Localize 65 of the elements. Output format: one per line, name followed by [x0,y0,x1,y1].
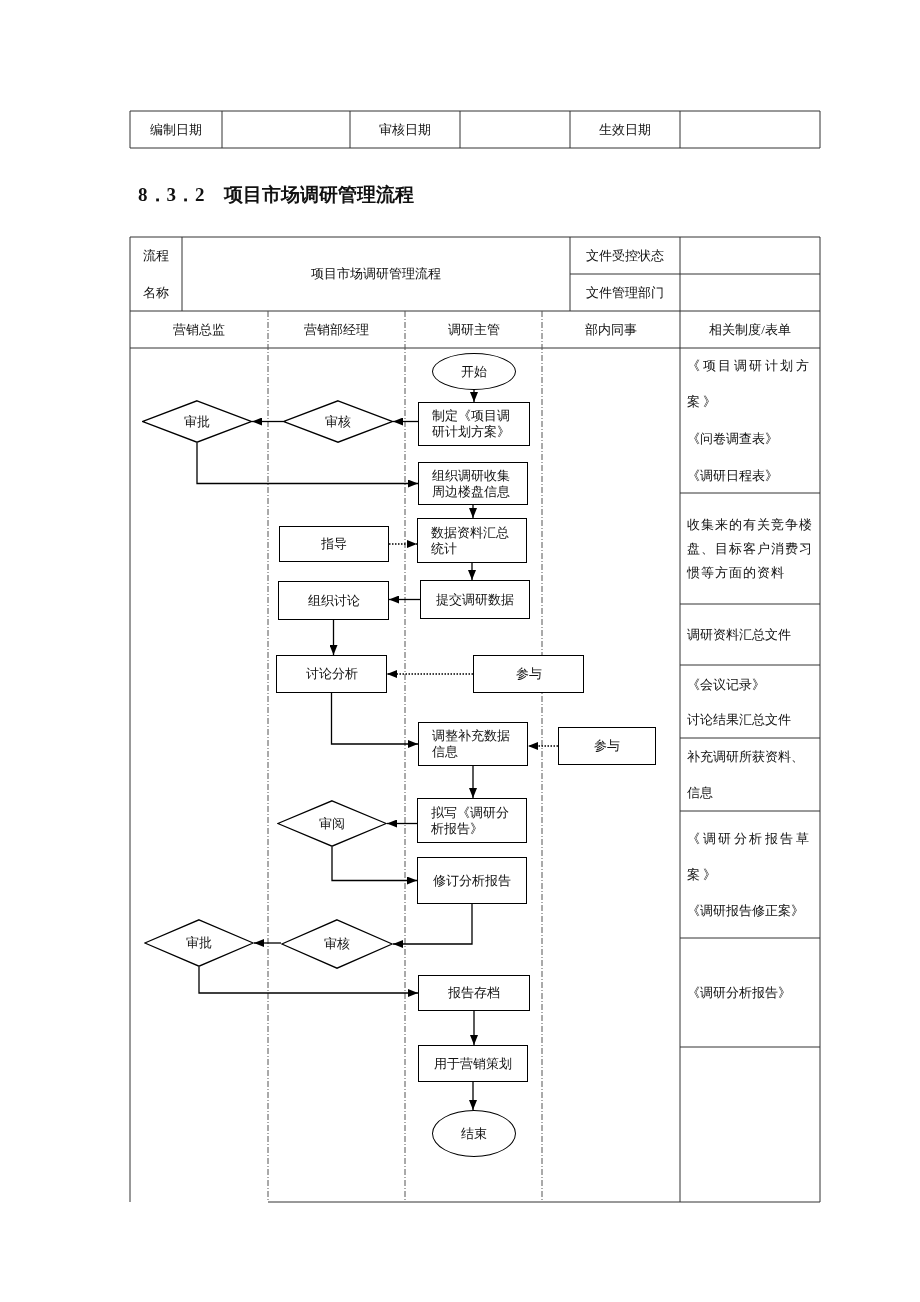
arrow [469,765,477,799]
dotted-arrow [527,742,559,750]
arrow [392,903,473,948]
process-box: 制定《项目调研计划方案》 [418,402,530,446]
process-box: 提交调研数据 [420,580,530,619]
arrow [392,417,419,426]
decision-diamond: 审阅 [277,800,387,847]
arrow [331,846,418,885]
arrow [196,442,419,488]
arrow [470,389,478,403]
process-box: 参与 [473,655,584,693]
terminal-oval: 开始 [432,353,516,390]
arrow [468,562,476,581]
document-name: 《调研分析报告草案》 [687,830,812,884]
process-box: 组织讨论 [278,581,389,620]
process-box: 参与 [558,727,656,765]
lane-header: 营销部经理 [304,320,369,339]
document-name: 《会议记录》 [687,676,765,694]
lane-header: 部内同事 [585,320,637,339]
decision-diamond: 审批 [142,400,252,443]
lane-header: 营销总监 [173,320,225,339]
process-name: 项目市场调研管理流程 [311,265,441,283]
document-name: 《项目调研计划方案》 [687,357,812,411]
document-note: 调研资料汇总文件 [687,626,791,644]
process-box: 用于营销策划 [418,1045,528,1082]
field-label: 文件管理部门 [586,283,664,302]
field-label: 文件受控状态 [586,246,664,265]
lane-header: 相关制度/表单 [709,320,791,339]
process-box: 数据资料汇总统计 [417,518,527,563]
arrow [470,1010,478,1046]
field-label: 流程名称 [143,247,169,302]
process-box: 报告存档 [418,975,530,1011]
arrow [386,819,418,828]
decision-diamond: 审核 [281,919,393,969]
terminal-oval: 结束 [432,1110,516,1157]
document-note: 收集来的有关竞争楼盘、目标客户消费习惯等方面的资料 [687,516,814,582]
arrow [330,692,419,748]
arrow [251,417,284,426]
document-name: 《调研分析报告》 [687,984,791,1002]
arrow [329,619,338,656]
process-box: 调整补充数据信息 [418,722,528,766]
field-label: 生效日期 [599,120,651,139]
document-name: 《调研日程表》 [687,467,778,485]
arrow [469,1081,477,1111]
process-box: 组织调研收集周边楼盘信息 [418,462,528,505]
document-name: 《问卷调查表》 [687,430,778,448]
arrow [469,504,477,519]
section-title: 8．3．2 项目市场调研管理流程 [138,183,414,207]
arrow [388,595,421,604]
dotted-arrow [388,540,418,548]
process-box: 修订分析报告 [417,857,527,904]
lane-header: 调研主管 [447,320,500,339]
process-box: 指导 [279,526,389,562]
arrow [198,966,419,997]
dotted-arrow [386,670,474,678]
decision-diamond: 审核 [283,400,393,443]
process-box: 讨论分析 [276,655,387,693]
process-box: 拟写《调研分析报告》 [417,798,527,843]
document-note: 补充调研所获资料、信息 [687,748,805,802]
field-label: 审核日期 [379,120,431,139]
field-label: 编制日期 [150,120,202,139]
arrow [253,939,282,947]
document-note: 讨论结果汇总文件 [687,711,791,729]
document-name: 《调研报告修正案》 [687,902,804,920]
decision-diamond: 审批 [144,919,254,967]
